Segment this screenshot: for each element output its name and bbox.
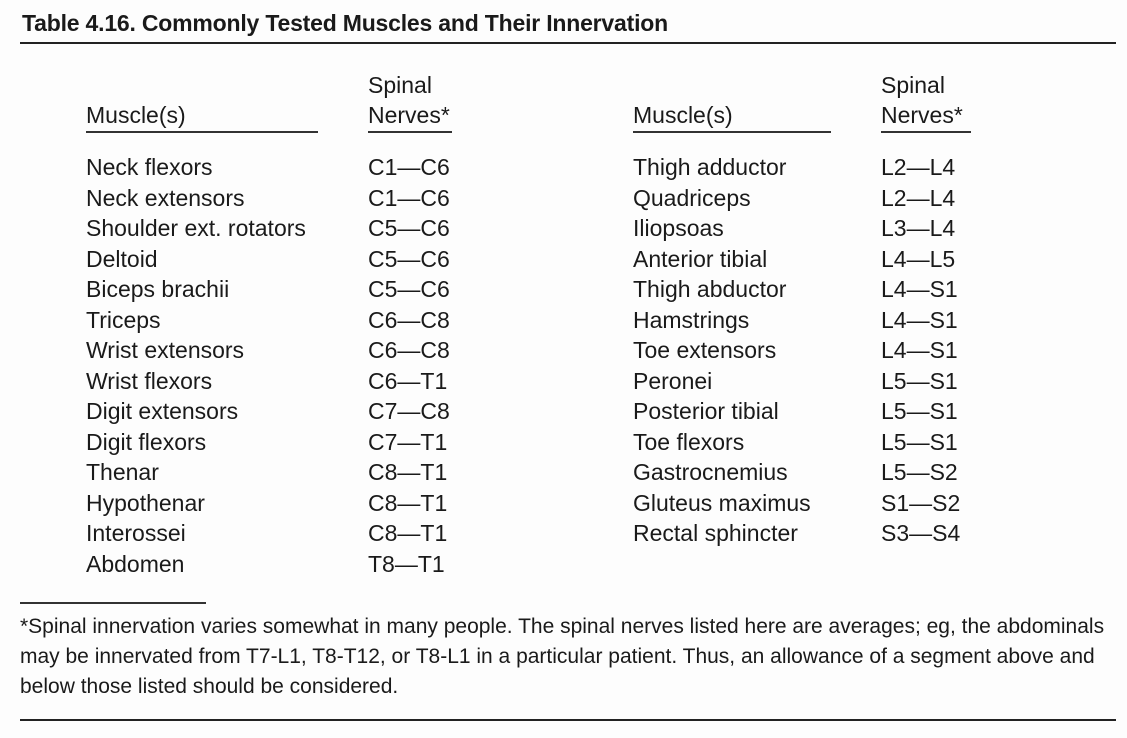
- spinal-nerves-cell: L5—S1: [881, 367, 958, 394]
- muscle-cell: Rectal sphincter: [633, 520, 798, 546]
- muscle-cell: Abdomen: [86, 550, 185, 577]
- spinal-nerves-cell: L3—L4: [881, 215, 956, 241]
- muscle-cell: Gastrocnemius: [633, 459, 788, 485]
- muscle-header-underline: [86, 131, 318, 133]
- muscle-column-header: Muscle(s): [633, 102, 733, 128]
- muscle-cell: Hypothenar: [86, 489, 205, 516]
- muscle-cell: Peronei: [633, 367, 713, 394]
- spinal-nerves-cell: C8—T1: [368, 520, 448, 546]
- muscle-header-underline: [633, 131, 831, 133]
- muscle-cell: Shoulder ext. rotators: [86, 215, 306, 241]
- spinal-nerves-column-header: Spinal Nerves*: [881, 70, 963, 130]
- spinal-nerves-cell: L4—S1: [881, 276, 958, 302]
- muscle-cell: Iliopsoas: [633, 215, 724, 241]
- spinal-nerves-header-line1: Spinal: [368, 72, 432, 98]
- spinal-nerves-cell: C5—C6: [368, 276, 450, 302]
- spinal-nerves-cell: L5—S2: [881, 459, 958, 485]
- spinal-nerves-cell: L4—L5: [881, 245, 956, 272]
- muscle-cell: Hamstrings: [633, 306, 750, 333]
- spinal-nerves-cell: C7—C8: [368, 398, 450, 424]
- spinal-nerves-cell: S3—S4: [881, 520, 961, 546]
- muscle-cell: Quadriceps: [633, 184, 751, 211]
- spinal-nerves-cell: L2—L4: [881, 184, 956, 211]
- spinal-nerves-header-line2: Nerves*: [881, 102, 963, 128]
- muscle-cell: Toe extensors: [633, 337, 777, 363]
- muscle-cell: Neck flexors: [86, 154, 213, 180]
- muscle-cell: Thigh abductor: [633, 276, 787, 302]
- muscle-cell: Thenar: [86, 459, 159, 485]
- muscle-cell: Interossei: [86, 520, 186, 546]
- spinal-nerves-cell: C6—C8: [368, 306, 450, 333]
- muscle-cell: Anterior tibial: [633, 245, 768, 272]
- muscle-cell: Wrist flexors: [86, 367, 213, 394]
- spinal-nerves-cell: C6—C8: [368, 337, 450, 363]
- muscle-cell: Posterior tibial: [633, 398, 779, 424]
- table-title: Table 4.16. Commonly Tested Muscles and …: [22, 10, 668, 36]
- bottom-rule: [20, 719, 1116, 721]
- muscle-cell: Wrist extensors: [86, 337, 245, 363]
- spinal-nerves-cell: C8—T1: [368, 459, 448, 485]
- muscle-cell: Thigh adductor: [633, 154, 787, 180]
- nerves-header-underline: [881, 131, 971, 133]
- spinal-nerves-cell: C8—T1: [368, 489, 448, 516]
- spinal-nerves-header-line2: Nerves*: [368, 102, 450, 128]
- muscle-cell: Digit extensors: [86, 398, 239, 424]
- spinal-nerves-cell: C7—T1: [368, 428, 448, 455]
- muscle-cell: Digit flexors: [86, 428, 207, 455]
- spinal-nerves-cell: S1—S2: [881, 489, 961, 516]
- nerves-header-underline: [368, 131, 452, 133]
- footnote: *Spinal innervation varies somewhat in m…: [20, 615, 1105, 698]
- title-rule: [20, 42, 1116, 44]
- muscle-cell: Deltoid: [86, 245, 158, 272]
- muscle-cell: Triceps: [86, 306, 161, 333]
- spinal-nerves-cell: C5—C6: [368, 245, 450, 272]
- footnote-rule: [20, 602, 206, 604]
- spinal-nerves-header-line1: Spinal: [881, 72, 945, 98]
- muscle-cell: Biceps brachii: [86, 276, 230, 302]
- spinal-nerves-cell: C1—C6: [368, 184, 450, 211]
- spinal-nerves-cell: C5—C6: [368, 215, 450, 241]
- spinal-nerves-cell: L5—S1: [881, 428, 958, 455]
- spinal-nerves-cell: L2—L4: [881, 154, 956, 180]
- muscle-cell: Gluteus maximus: [633, 489, 811, 516]
- muscle-column-header: Muscle(s): [86, 102, 186, 128]
- spinal-nerves-cell: L4—S1: [881, 337, 958, 363]
- spinal-nerves-cell: L5—S1: [881, 398, 958, 424]
- spinal-nerves-cell: C1—C6: [368, 154, 450, 180]
- spinal-nerves-cell: T8—T1: [368, 550, 445, 577]
- spinal-nerves-cell: L4—S1: [881, 306, 958, 333]
- spinal-nerves-column-header: Spinal Nerves*: [368, 70, 450, 130]
- muscle-cell: Neck extensors: [86, 184, 245, 211]
- muscle-cell: Toe flexors: [633, 428, 745, 455]
- spinal-nerves-cell: C6—T1: [368, 367, 448, 394]
